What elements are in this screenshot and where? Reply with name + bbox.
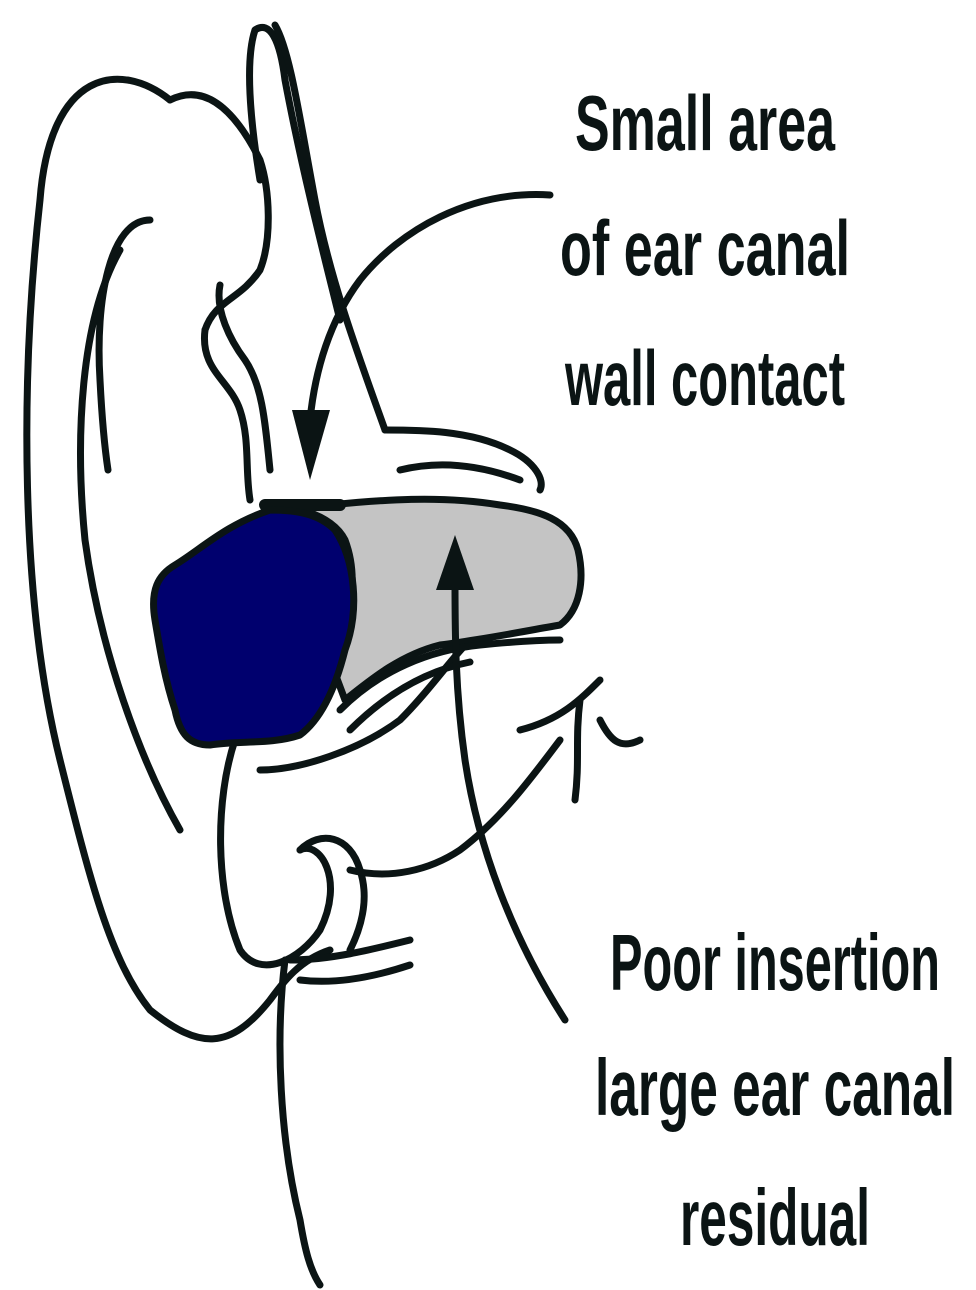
bottom-callout-line-2: large ear canal xyxy=(595,1043,955,1132)
hair-line-3 xyxy=(250,30,260,180)
ear-intertragic xyxy=(350,740,560,874)
hair-line-1 xyxy=(255,27,340,320)
top-callout-line-1: Small area xyxy=(575,79,835,167)
top-callout-line-2: of ear canal xyxy=(560,204,850,292)
ear-lobe-lines-2 xyxy=(300,965,410,981)
ear-helix-fold xyxy=(99,220,150,470)
bottom-callout-line-1: Poor insertion xyxy=(610,918,940,1007)
neck-line xyxy=(280,960,320,1285)
top-callout-label: Small area of ear canal wall contact xyxy=(560,79,850,422)
bottom-callout-line-3: residual xyxy=(680,1173,870,1262)
earplug xyxy=(154,510,354,745)
top-callout-arrowhead xyxy=(292,410,330,480)
ear-lobe xyxy=(221,740,331,965)
cheek-squiggle xyxy=(520,680,640,800)
top-callout-line-3: wall contact xyxy=(564,334,845,422)
hair-line-2 xyxy=(275,25,385,430)
ear-helix-inner xyxy=(81,250,180,830)
upper-canal-line-2 xyxy=(400,465,520,480)
bottom-callout-label: Poor insertion large ear canal residual xyxy=(595,918,955,1262)
